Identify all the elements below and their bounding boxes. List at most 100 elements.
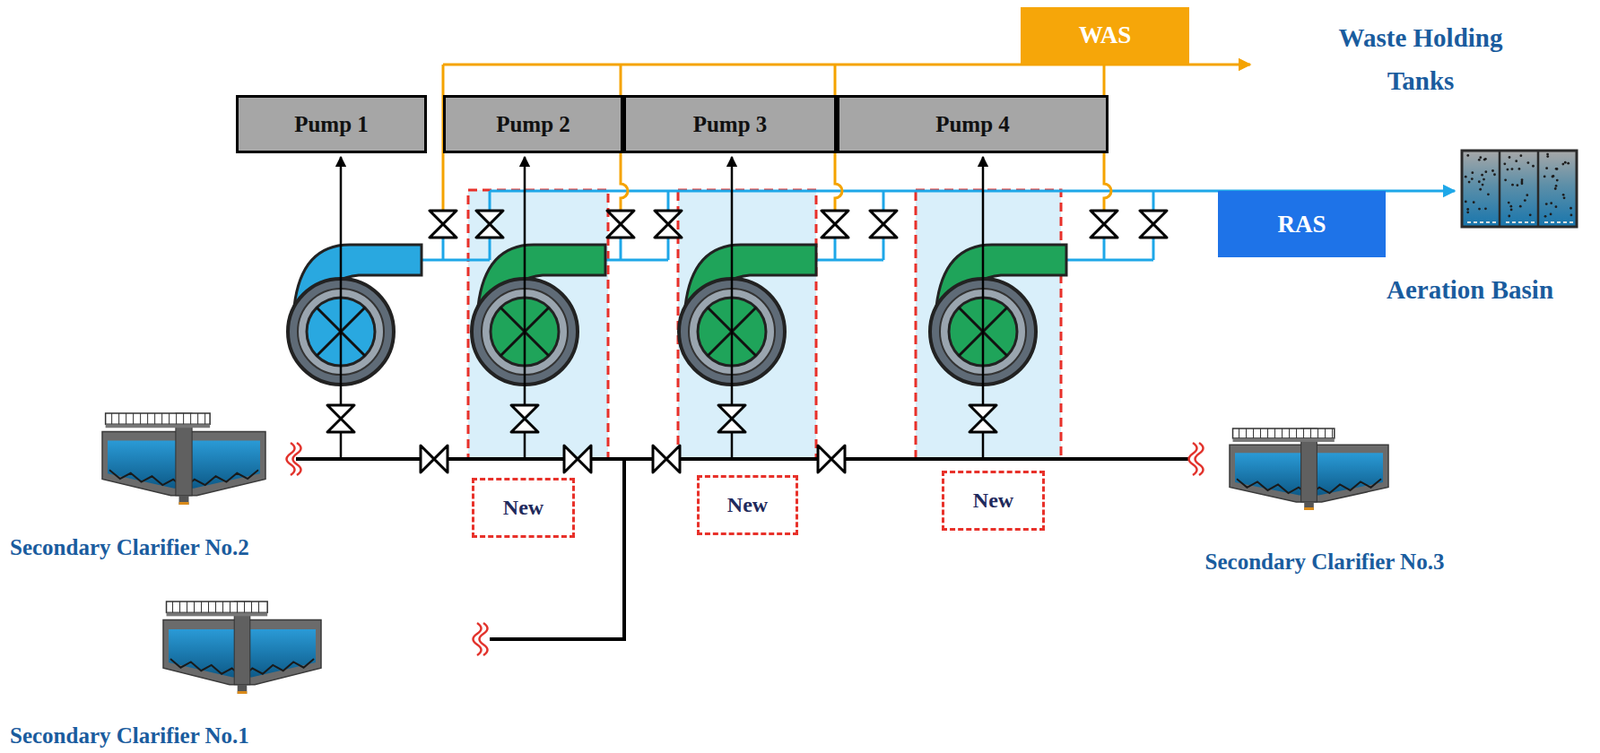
basin-divider xyxy=(1498,150,1502,227)
bridge-rail xyxy=(1238,428,1240,439)
discharge-pipe xyxy=(488,237,492,261)
air-bubble xyxy=(1480,173,1484,177)
discharge-pipe xyxy=(667,191,670,211)
gate-valve xyxy=(607,210,635,238)
gate-valve xyxy=(652,445,680,473)
bridge-rail xyxy=(1317,428,1319,439)
air-bubble xyxy=(1484,207,1487,210)
pipe-break xyxy=(293,443,302,476)
air-bubble xyxy=(1478,158,1481,162)
air-bubble xyxy=(1529,213,1532,217)
bridge-rail xyxy=(243,601,245,613)
air-bubble xyxy=(1555,205,1558,209)
bridge-rail xyxy=(1245,428,1247,439)
air-bubble xyxy=(1508,156,1512,159)
air-bubble xyxy=(1552,174,1556,178)
air-bubble xyxy=(1525,193,1529,197)
discharge-pipe xyxy=(1066,259,1154,262)
bridge-rail xyxy=(200,601,202,613)
gate-valve xyxy=(429,210,457,238)
air-bubble xyxy=(1464,175,1468,179)
air-bubble xyxy=(1491,169,1495,173)
bridge-rail xyxy=(197,413,199,425)
air-bubble xyxy=(1563,196,1566,200)
air-bubble xyxy=(1564,161,1567,165)
pump-box: Pump 3 xyxy=(623,95,837,154)
air-bubble xyxy=(1514,159,1518,163)
air-bubble xyxy=(1544,215,1548,218)
gate-valve xyxy=(654,210,682,238)
pipe-break xyxy=(1195,443,1204,476)
air-bubble xyxy=(1470,177,1474,181)
bridge-rail xyxy=(1252,428,1254,439)
new-tag: New xyxy=(696,475,799,536)
bridge-rail xyxy=(125,413,127,425)
bridge-rail xyxy=(236,601,238,613)
node-text: New xyxy=(727,493,768,518)
bridge-rail xyxy=(1274,428,1276,439)
bridge-rail xyxy=(193,601,195,613)
new-equipment-zone xyxy=(468,190,609,460)
gate-valve xyxy=(718,405,746,433)
node-text: RAS xyxy=(1277,210,1326,239)
bridge-rail xyxy=(1324,428,1326,439)
outlet-pipe xyxy=(237,685,248,695)
discharge-pipe xyxy=(834,237,837,261)
outlet-pipe xyxy=(179,495,190,505)
node-text: Pump 4 xyxy=(935,112,1010,138)
air-bubble xyxy=(1507,201,1511,205)
discharge-pipe xyxy=(1152,191,1156,211)
bridge-rail xyxy=(1281,428,1283,439)
air-bubble xyxy=(1566,162,1570,166)
gate-valve xyxy=(476,210,504,238)
air-bubble xyxy=(1493,173,1496,176)
bridge-rail xyxy=(186,601,188,613)
clarifier-bridge xyxy=(1233,428,1335,439)
air-bubble xyxy=(1507,215,1511,218)
bridge-rail xyxy=(215,601,217,613)
node-text: Pump 1 xyxy=(294,112,369,138)
bridge-rail xyxy=(1288,428,1290,439)
bridge-deck xyxy=(166,612,269,617)
air-bubble xyxy=(1506,168,1510,172)
air-bubble xyxy=(1486,192,1490,196)
air-bubble xyxy=(1484,170,1487,174)
discharge-pipe xyxy=(619,237,623,261)
air-bubble xyxy=(1503,162,1506,166)
air-bubble xyxy=(1521,182,1524,185)
ras-label-box: RAS xyxy=(1217,191,1386,258)
bridge-rail xyxy=(251,601,253,613)
new-tag: New xyxy=(941,470,1045,531)
clarifier-icon xyxy=(1229,428,1389,511)
discharge-pipe xyxy=(605,259,669,262)
air-bubble xyxy=(1478,180,1481,183)
diffuser-bar xyxy=(1467,221,1496,224)
node-text: New xyxy=(973,488,1014,514)
air-bubble xyxy=(1556,179,1559,183)
node-text: WAS xyxy=(1078,21,1132,50)
bridge-rail xyxy=(161,413,163,425)
air-bubble xyxy=(1504,178,1507,182)
outlet-tip xyxy=(179,502,190,505)
air-bubble xyxy=(1509,205,1513,209)
air-bubble xyxy=(1482,178,1486,182)
air-bubble xyxy=(1555,167,1558,171)
gate-valve xyxy=(511,405,539,433)
bridge-rail xyxy=(204,413,206,425)
clarifier-label: Secondary Clarifier No.1 xyxy=(9,722,250,750)
air-bubble xyxy=(1478,156,1482,159)
air-bubble xyxy=(1519,205,1522,209)
bridge-rail xyxy=(1260,428,1261,439)
bridge-rail xyxy=(147,413,148,425)
air-bubble xyxy=(1516,183,1520,187)
gate-valve xyxy=(821,210,849,238)
air-bubble xyxy=(1466,154,1470,157)
air-bubble xyxy=(1464,200,1468,204)
discharge-pipe xyxy=(442,237,445,261)
bridge-rail xyxy=(168,413,170,425)
clarifier-label: Secondary Clarifier No.2 xyxy=(9,534,250,562)
pump-box: Pump 1 xyxy=(235,95,427,154)
air-bubble xyxy=(1551,175,1555,179)
air-bubble xyxy=(1470,171,1474,174)
